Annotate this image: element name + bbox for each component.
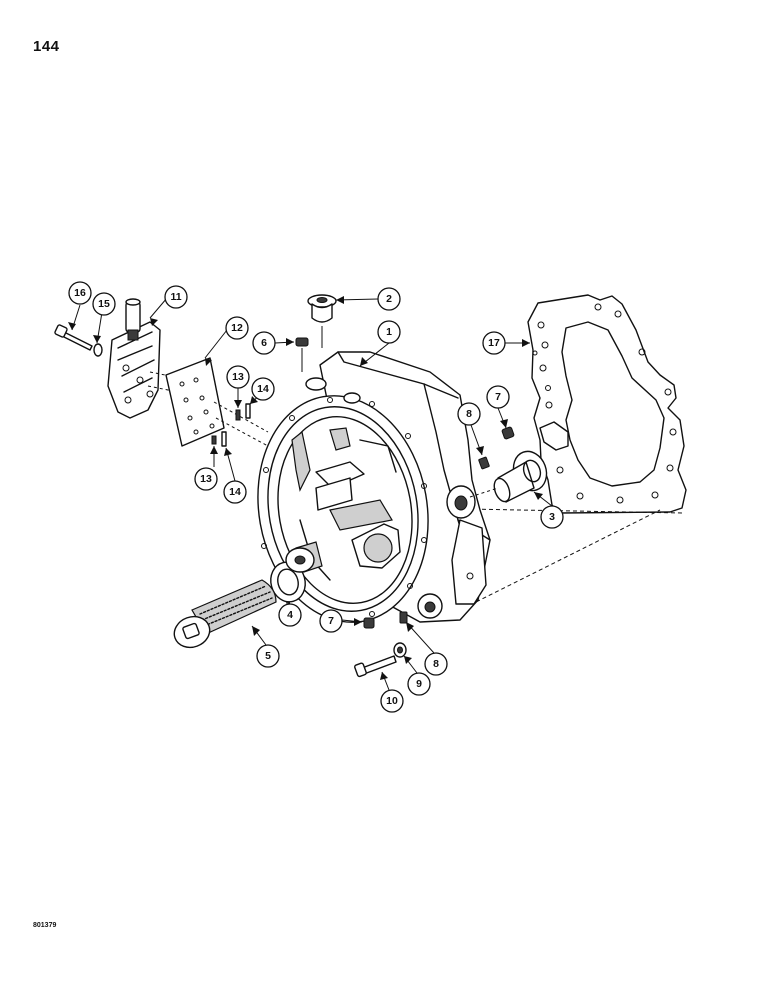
callout-8-upper: 8 [457,402,481,426]
svg-text:13: 13 [232,371,244,383]
callout-11: 11 [164,285,188,309]
strainer-5 [173,579,277,649]
leader-arrows [68,296,543,680]
plug-8-lower [399,611,408,624]
callout-13-lower: 13 [194,467,218,491]
callout-2: 2 [377,287,401,311]
callout-8-lower: 8 [424,652,448,676]
svg-text:11: 11 [170,291,181,303]
pin-13-upper [235,409,241,421]
callout-7-upper: 7 [486,385,510,409]
washer-15 [93,343,103,357]
plug-8-upper [478,456,490,470]
callout-17: 17 [482,331,506,355]
svg-text:13: 13 [200,473,212,485]
svg-text:12: 12 [231,322,243,334]
callout-16: 16 [68,281,92,305]
gasket [527,294,687,514]
callout-14-upper: 14 [251,377,275,401]
bolt-16 [54,324,93,351]
cap-plug [307,294,337,323]
callout-12: 12 [225,316,249,340]
svg-text:14: 14 [229,486,241,498]
svg-text:9: 9 [416,678,422,690]
bolt-10 [354,655,397,678]
plug-7-lower [363,617,375,629]
callout-4: 4 [278,603,302,627]
svg-text:2: 2 [386,293,392,305]
svg-text:10: 10 [386,695,398,707]
callout-15: 15 [92,292,116,316]
spring-14-upper [245,403,251,419]
svg-text:16: 16 [74,287,86,299]
callout-5: 5 [256,644,280,668]
callout-9: 9 [407,672,431,696]
svg-text:17: 17 [488,337,500,349]
figure-code: 801379 [33,922,57,929]
svg-text:15: 15 [98,298,110,310]
svg-text:7: 7 [495,391,501,403]
svg-text:14: 14 [257,383,269,395]
svg-text:4: 4 [287,609,293,621]
plug-7-upper [501,426,515,440]
svg-text:3: 3 [549,511,555,523]
callout-10: 10 [380,689,404,713]
plug-6 [295,337,309,347]
page-number: 144 [33,38,60,55]
sleeve-3 [493,450,548,503]
callout-7-lower: 7 [319,609,343,633]
callout-13-upper: 13 [226,365,250,389]
callout-3: 3 [540,505,564,529]
svg-text:8: 8 [433,658,439,670]
callout-1: 1 [377,320,401,344]
svg-text:6: 6 [261,337,267,349]
callout-6: 6 [252,331,276,355]
svg-text:5: 5 [265,650,271,662]
washer-9 [393,642,407,658]
valve-body-11 [107,298,161,419]
svg-text:1: 1 [386,326,392,338]
separator-plate-12 [165,357,225,447]
pin-13-lower [211,435,217,445]
svg-text:7: 7 [328,615,334,627]
spring-14-lower [221,431,227,447]
callout-14-lower: 14 [223,480,247,504]
svg-text:8: 8 [466,408,472,420]
